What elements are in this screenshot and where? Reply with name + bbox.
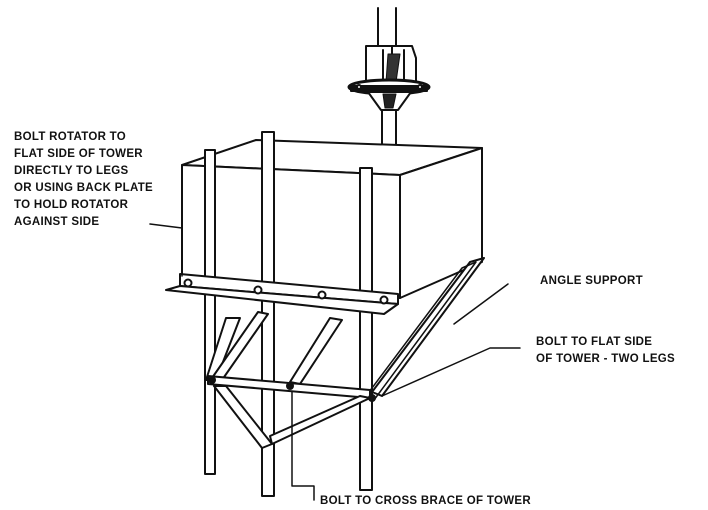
cross-brace xyxy=(207,375,376,449)
rotator-note-line-6: AGAINST SIDE xyxy=(14,216,99,228)
rotator-note-line-3: DIRECTLY TO LEGS xyxy=(14,165,129,177)
rotator-note-line-4: OR USING BACK PLATE xyxy=(14,182,153,194)
cross-brace-label: BOLT TO CROSS BRACE OF TOWER xyxy=(320,495,531,507)
rotator-box xyxy=(181,139,483,299)
rotator-note-line-2: FLAT SIDE OF TOWER xyxy=(14,148,143,160)
leader-lines xyxy=(149,223,521,501)
flat-side-note-line-2: OF TOWER - TWO LEGS xyxy=(536,353,675,365)
angle-support-rail xyxy=(165,273,399,315)
rotator-note-line-1: BOLT ROTATOR TO xyxy=(14,131,126,143)
mast-clamp xyxy=(365,45,417,85)
rotator-note: BOLT ROTATOR TO FLAT SIDE OF TOWER DIREC… xyxy=(14,131,153,228)
flat-side-note: BOLT TO FLAT SIDE OF TOWER - TWO LEGS xyxy=(536,336,675,365)
rotator-note-line-5: TO HOLD ROTATOR xyxy=(14,199,129,211)
mast-pipe xyxy=(377,7,397,47)
leader-rotator-note xyxy=(149,223,183,277)
flat-side-note-line-1: BOLT TO FLAT SIDE xyxy=(536,336,652,348)
diagonal-braces xyxy=(205,257,485,401)
leader-cross-brace xyxy=(291,391,315,501)
angle-support-label: ANGLE SUPPORT xyxy=(540,275,643,287)
rotator-flange xyxy=(347,78,431,111)
leader-angle-support xyxy=(453,283,509,325)
leader-flat-side xyxy=(381,347,521,397)
